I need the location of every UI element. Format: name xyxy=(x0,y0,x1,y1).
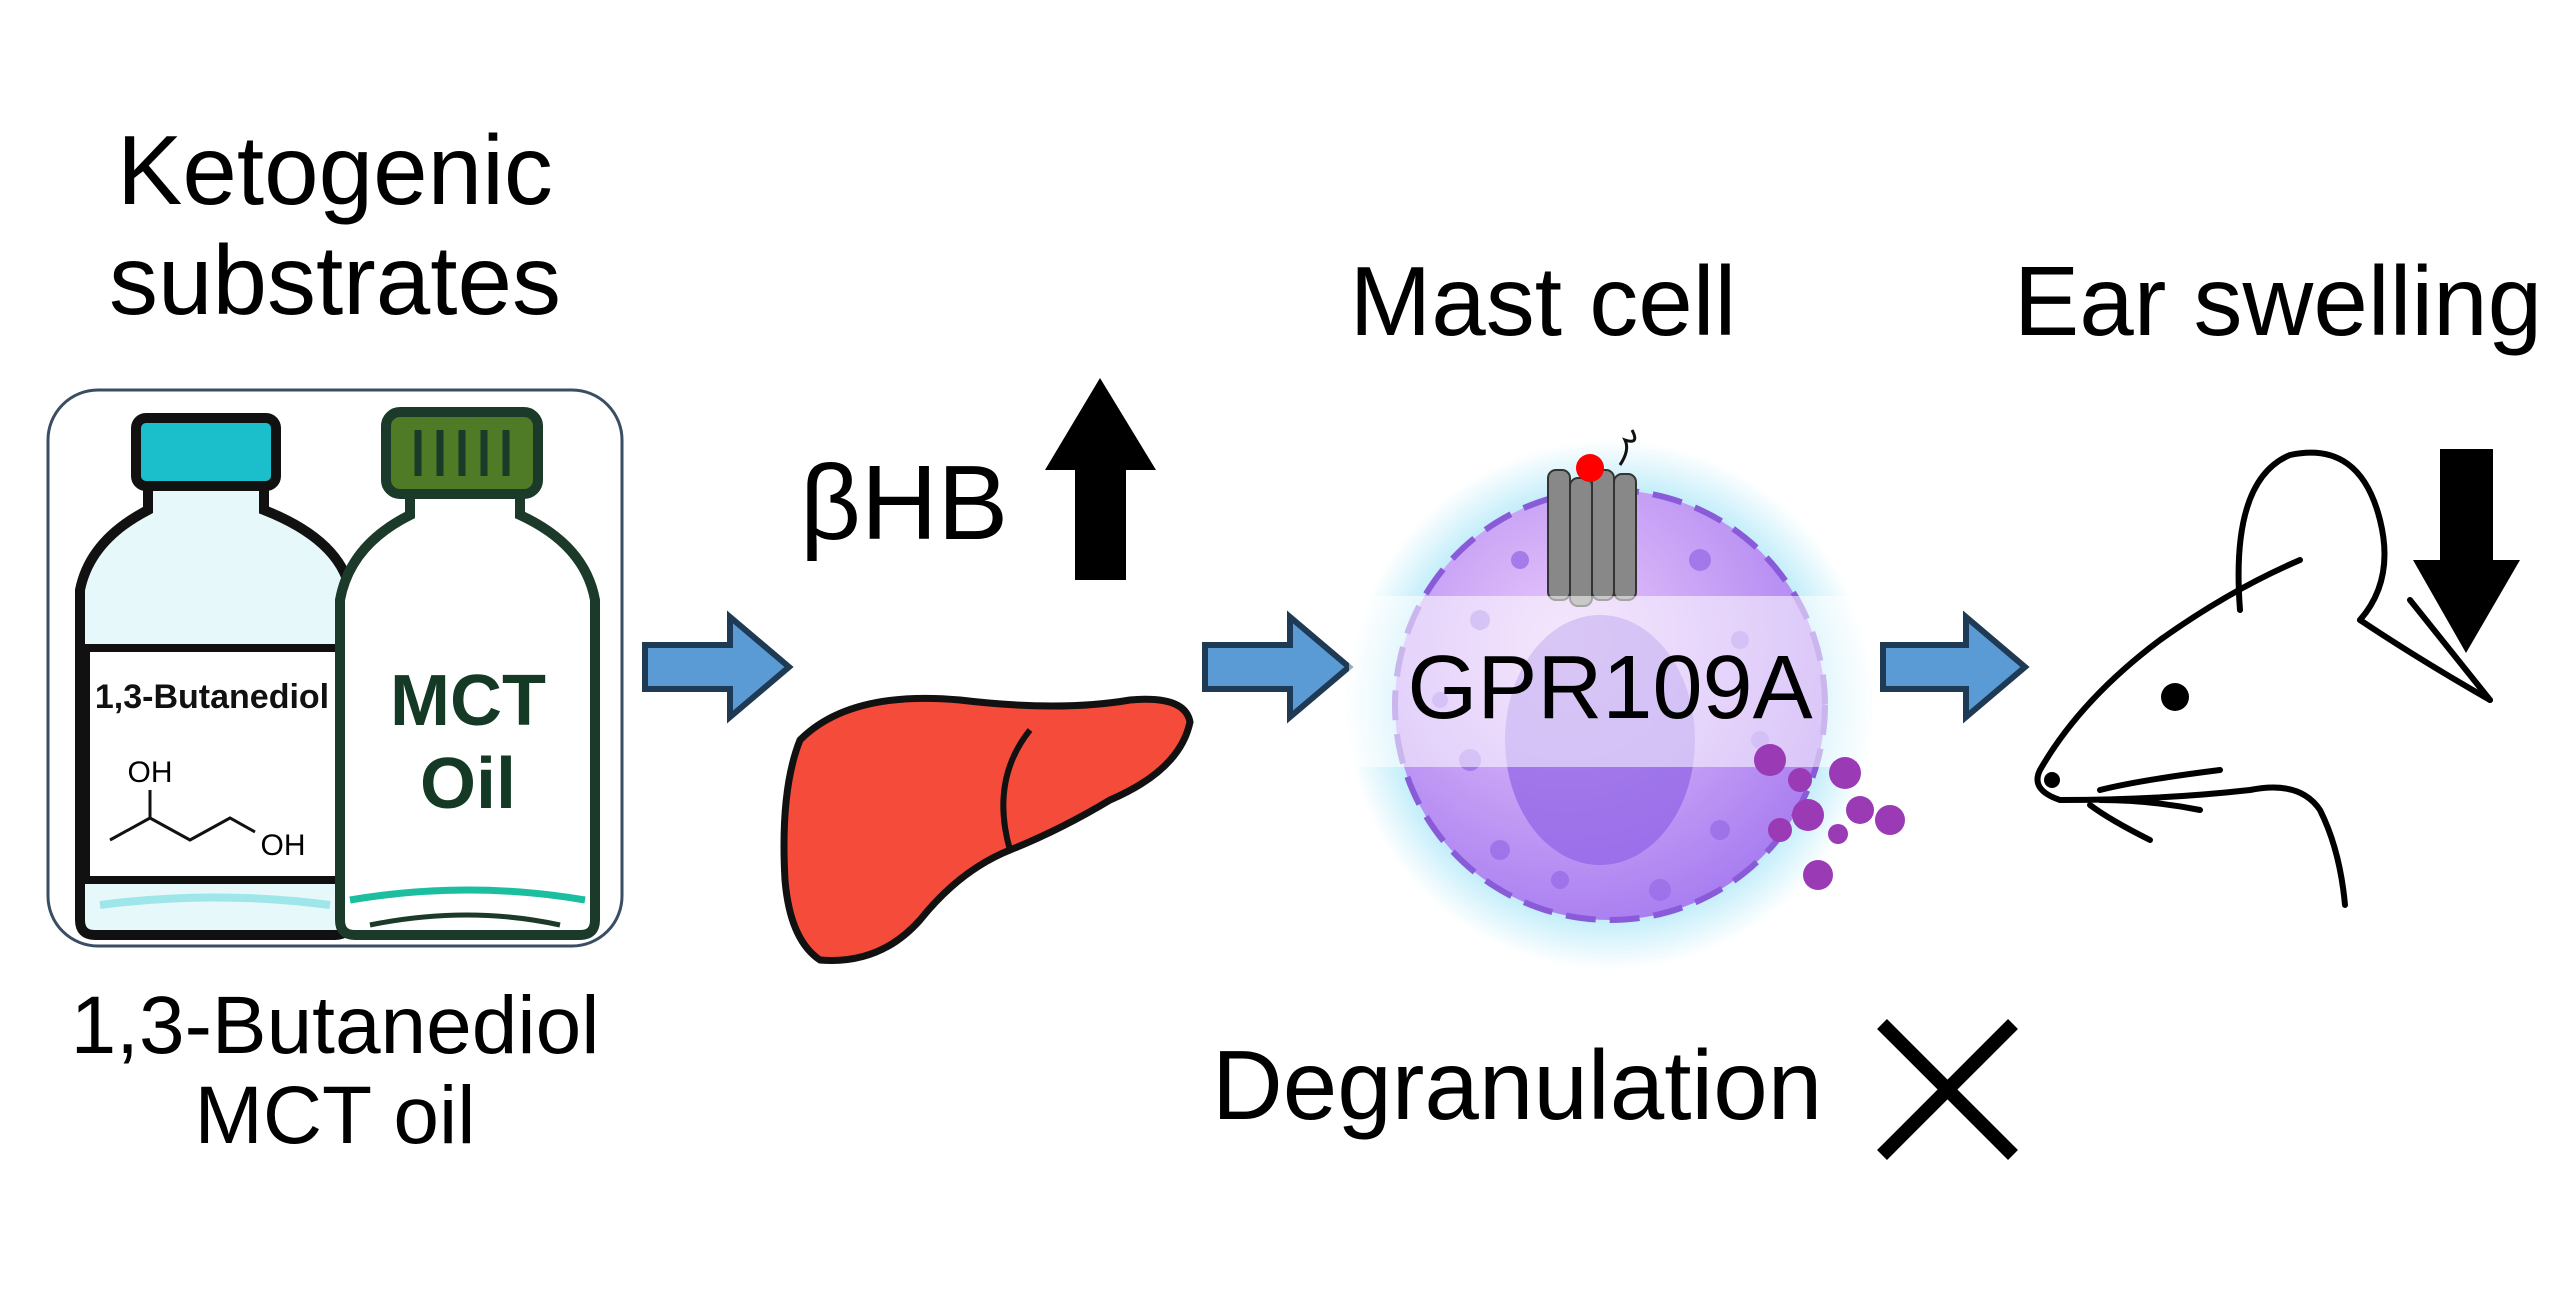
mouse-eye xyxy=(2161,683,2189,711)
ear-swelling-title: Ear swelling xyxy=(2014,246,2542,356)
gpr109a-label: GPR109A xyxy=(1407,638,1812,738)
flow-arrow-2 xyxy=(1202,610,1354,724)
oh-bottom: OH xyxy=(261,829,306,862)
caption-mct-oil: MCT oil xyxy=(195,1070,476,1161)
title-substrates: substrates xyxy=(109,225,561,335)
degranulation-label: Degranulation xyxy=(1212,1030,1822,1140)
mast-cell-title: Mast cell xyxy=(1350,246,1737,356)
oh-top: OH xyxy=(128,756,173,789)
title-ketogenic: Ketogenic xyxy=(117,115,553,225)
up-arrow-icon xyxy=(1045,378,1156,580)
blocked-x-icon xyxy=(1877,1019,2018,1160)
liver-illustration xyxy=(780,694,1194,964)
flow-arrow-3 xyxy=(1880,610,2030,724)
gpr109a-receptor-icon xyxy=(1547,429,1637,607)
mct-label-line2: Oil xyxy=(420,744,516,824)
mct-oil-bottle: MCT Oil xyxy=(335,407,600,940)
mouse-nose xyxy=(2044,772,2060,788)
flow-arrow-1 xyxy=(642,610,794,724)
gpr109a-band xyxy=(1349,596,1870,767)
down-arrow-icon xyxy=(2413,449,2520,653)
butanediol-bottle: 1,3-Butanediol OH OH xyxy=(75,413,355,940)
granules-icon xyxy=(1754,744,1905,890)
bottles-illustration: 1,3-Butanediol OH OH MCT Oil xyxy=(46,388,624,948)
mct-label-line1: MCT xyxy=(390,661,546,741)
butanediol-bottle-label: 1,3-Butanediol xyxy=(95,678,329,716)
caption-butanediol: 1,3-Butanediol xyxy=(71,980,600,1071)
bhb-label: βHB xyxy=(800,444,1008,562)
mouse-icon xyxy=(2034,449,2493,908)
